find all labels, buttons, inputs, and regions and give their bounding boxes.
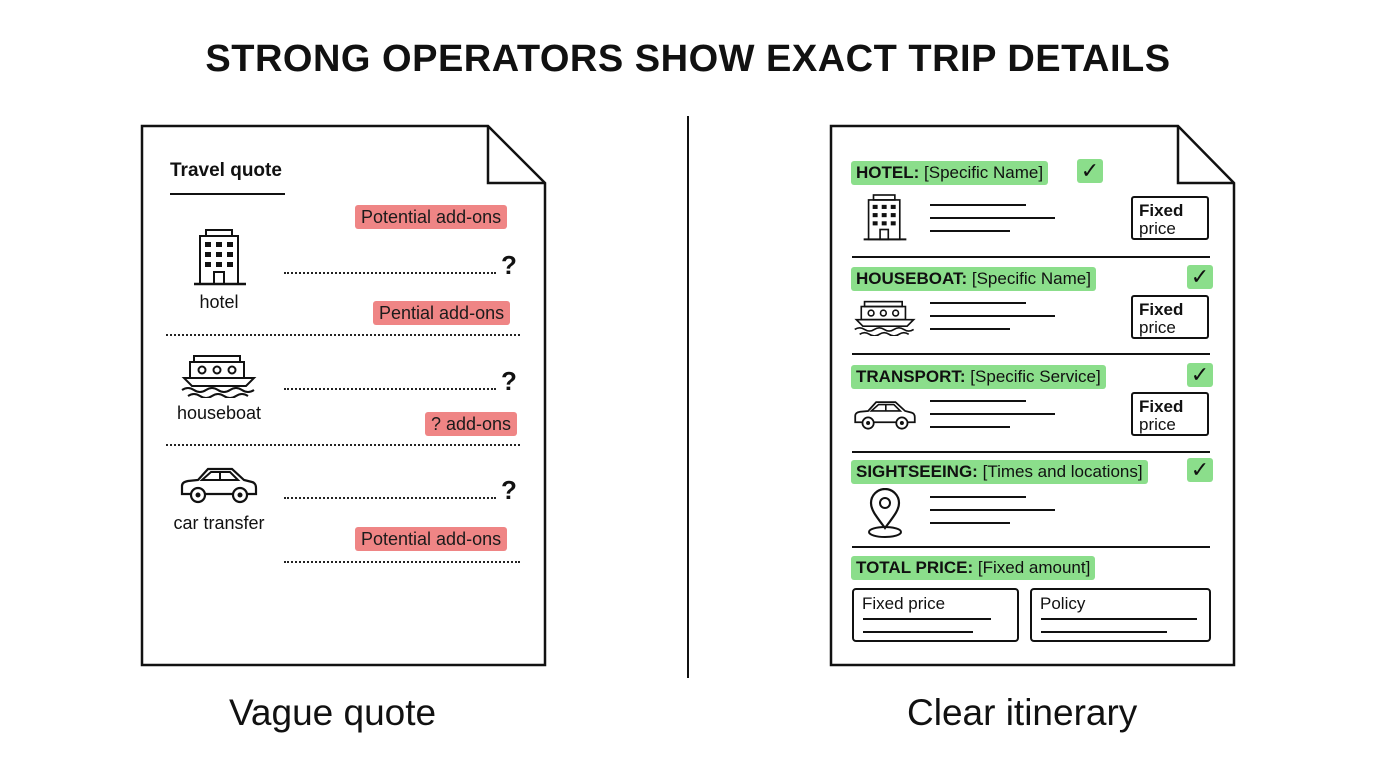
left-document-fold xyxy=(486,126,545,185)
fixed-price-box-label: Fixed price xyxy=(862,594,946,613)
transport-tag-value: [Specific Service] xyxy=(970,367,1101,386)
hotel-price-label: price xyxy=(1139,219,1176,238)
transport-detail-line-1 xyxy=(930,400,1026,402)
transport-price-label: price xyxy=(1139,415,1176,434)
total-price-tag: TOTAL PRICE: [Fixed amount] xyxy=(851,556,1096,580)
hotel-detail-line-1 xyxy=(930,204,1026,206)
right-separator-1 xyxy=(852,256,1210,258)
houseboat-price-dots xyxy=(284,388,496,390)
car-icon-right xyxy=(854,401,916,430)
houseboat-question-mark: ? xyxy=(501,366,517,396)
left-separator-1 xyxy=(166,334,520,336)
travel-quote-underline xyxy=(170,193,285,195)
transport-fixed-price-box: Fixed price xyxy=(1131,392,1209,436)
add-ons-tag-3: ? add-ons xyxy=(425,412,518,436)
sightseeing-detail-line-3 xyxy=(930,522,1010,524)
transport-detail-line-3 xyxy=(930,426,1010,428)
houseboat-check-icon: ✓ xyxy=(1187,265,1213,289)
hotel-detail-line-3 xyxy=(930,230,1010,232)
right-separator-3 xyxy=(852,451,1210,453)
hotel-icon-right xyxy=(863,194,907,241)
page-title: STRONG OPERATORS SHOW EXACT TRIP DETAILS xyxy=(205,38,1171,80)
clear-itinerary-caption: Clear itinerary xyxy=(907,692,1138,733)
sightseeing-check-icon: ✓ xyxy=(1187,458,1213,482)
policy-box-line-2 xyxy=(1041,631,1167,633)
left-separator-2 xyxy=(166,444,520,446)
fixed-price-box-line-2 xyxy=(863,631,973,633)
houseboat-fixed-label: Fixed xyxy=(1139,300,1184,319)
right-separator-4 xyxy=(852,546,1210,548)
transport-tag-key: TRANSPORT: xyxy=(856,367,966,386)
hotel-tag: HOTEL: [Specific Name] xyxy=(851,161,1049,185)
houseboat-detail-line-2 xyxy=(930,315,1055,317)
houseboat-icon xyxy=(181,355,257,398)
hotel-fixed-price-box: Fixed price xyxy=(1131,196,1209,240)
vague-quote-caption: Vague quote xyxy=(229,692,437,733)
location-pin-icon xyxy=(868,488,902,538)
left-document-outline xyxy=(140,124,547,667)
hotel-tag-value: [Specific Name] xyxy=(924,163,1044,182)
car-price-dots xyxy=(284,497,496,499)
fixed-price-box-line-1 xyxy=(863,618,991,620)
car-question-mark: ? xyxy=(501,475,517,505)
hotel-icon xyxy=(194,229,246,286)
total-price-key: TOTAL PRICE: xyxy=(856,558,974,577)
left-bottom-dots xyxy=(284,561,520,563)
hotel-label: hotel xyxy=(199,292,239,312)
add-ons-tag-1: Potential add-ons xyxy=(355,205,508,229)
transport-detail-line-2 xyxy=(930,413,1055,415)
center-divider xyxy=(687,116,689,678)
sightseeing-tag-value: [Times and locations] xyxy=(982,462,1143,481)
car-icon xyxy=(180,467,258,504)
right-separator-2 xyxy=(852,353,1210,355)
total-price-value: [Fixed amount] xyxy=(977,558,1091,577)
houseboat-icon-right xyxy=(854,300,916,336)
houseboat-price-label: price xyxy=(1139,318,1176,337)
hotel-fixed-label: Fixed xyxy=(1139,201,1184,220)
houseboat-detail-line-1 xyxy=(930,302,1026,304)
hotel-question-mark: ? xyxy=(501,250,517,280)
right-document-outline xyxy=(829,124,1236,667)
travel-quote-title: Travel quote xyxy=(170,160,282,181)
transport-fixed-label: Fixed xyxy=(1139,397,1184,416)
add-ons-tag-2: Pential add-ons xyxy=(373,301,511,325)
fixed-price-box: Fixed price xyxy=(852,588,1019,642)
sightseeing-detail-line-1 xyxy=(930,496,1026,498)
houseboat-tag-value: [Specific Name] xyxy=(971,269,1091,288)
sightseeing-tag-key: SIGHTSEEING: xyxy=(856,462,978,481)
hotel-detail-line-2 xyxy=(930,217,1055,219)
hotel-tag-key: HOTEL: xyxy=(856,163,920,182)
houseboat-detail-line-3 xyxy=(930,328,1010,330)
add-ons-tag-4: Potential add-ons xyxy=(355,527,508,551)
policy-box-label: Policy xyxy=(1040,594,1086,613)
sightseeing-tag: SIGHTSEEING: [Times and locations] xyxy=(851,460,1148,484)
hotel-check-icon: ✓ xyxy=(1077,159,1103,183)
houseboat-tag: HOUSEBOAT: [Specific Name] xyxy=(851,267,1096,291)
car-transfer-label: car transfer xyxy=(173,513,265,533)
policy-box: Policy xyxy=(1030,588,1211,642)
transport-tag: TRANSPORT: [Specific Service] xyxy=(851,365,1106,389)
transport-check-icon: ✓ xyxy=(1187,363,1213,387)
houseboat-tag-key: HOUSEBOAT: xyxy=(856,269,968,288)
houseboat-fixed-price-box: Fixed price xyxy=(1131,295,1209,339)
sightseeing-detail-line-2 xyxy=(930,509,1055,511)
policy-box-line-1 xyxy=(1041,618,1197,620)
hotel-price-dots xyxy=(284,272,496,274)
right-document-fold xyxy=(1176,126,1234,185)
houseboat-label: houseboat xyxy=(176,403,262,423)
